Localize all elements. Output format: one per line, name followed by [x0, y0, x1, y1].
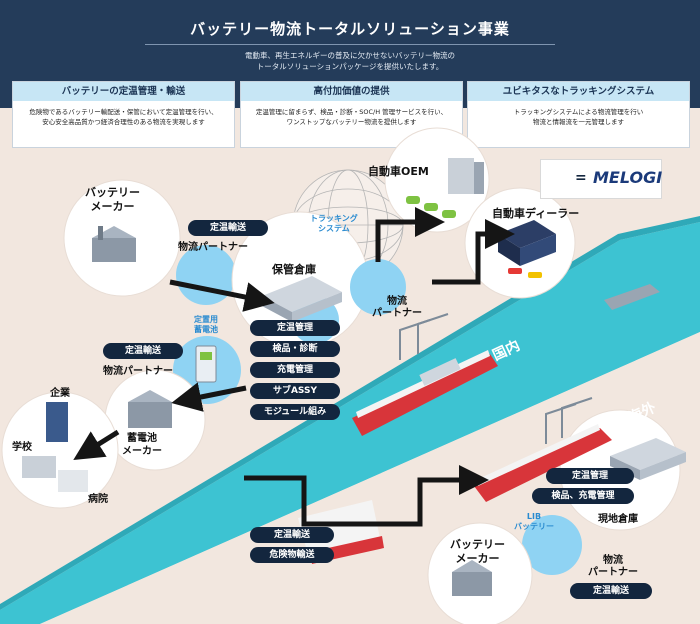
- panel-temperature-control: バッテリーの定温管理・輸送 危険物であるバッテリー輸配送・保管において定温管理を…: [12, 81, 235, 148]
- flow-arrows: [73, 207, 515, 527]
- label-line: パートナー: [372, 308, 422, 319]
- panel-text: 定温管理に留まらず、検品・診断・SOC/H 管理サービスを行い、: [255, 108, 448, 116]
- school-label: 学校: [12, 442, 32, 453]
- pill-kenpin-shindan: 検品・診断: [250, 341, 340, 357]
- oem-building-icon: [448, 158, 484, 194]
- overseas-teion-kanri-pill: 定温管理: [546, 468, 634, 484]
- label-line: バッテリー: [514, 522, 554, 531]
- overseas-teion-yuso-pill: 定温輸送: [570, 583, 652, 599]
- storage-warehouse-label: 保管倉庫: [272, 263, 316, 276]
- ship-overseas-icon: [474, 424, 612, 502]
- overseas-kenpin-pill: 検品、充電管理: [532, 488, 634, 504]
- company-school-hospital-icon: [22, 402, 88, 492]
- factory-top-icon: [92, 226, 136, 262]
- ship-domestic-icon: [352, 350, 498, 436]
- panel-text: 危険物であるバッテリー輸配送・保管において定温管理を行い、: [29, 108, 218, 116]
- label-line: LIB: [526, 512, 542, 521]
- label-line: メーカー: [122, 446, 162, 457]
- pill-module: モジュール組み: [250, 404, 340, 420]
- storage-maker-label: 蓄電池 メーカー: [122, 432, 162, 458]
- panel-title: バッテリーの定温管理・輸送: [13, 82, 234, 101]
- dealer-label: 自動車ディーラー: [492, 207, 580, 220]
- battery-maker-factory-icon: [128, 390, 172, 428]
- butsuryu-partner-label: 物流パートナー: [178, 242, 248, 253]
- panel-text: ワンストップなバッテリー物流を提供します: [286, 118, 417, 126]
- pill-sub-assy: サブASSY: [250, 383, 340, 399]
- label-line: 蓄電池: [194, 325, 218, 334]
- label-line: パートナー: [588, 567, 638, 578]
- ship-teion-pill: 定温輸送: [250, 527, 334, 543]
- ship-kikenbutsu-pill: 危険物輸送: [250, 547, 334, 563]
- panel-text: 物流と情報流を一元管理します: [533, 118, 624, 126]
- panel-title: ユビキタスなトラッキングシステム: [468, 82, 689, 101]
- page-subtitle: 電動車、再生エネルギーの普及に欠かせないバッテリー物流の トータルソリューション…: [0, 50, 700, 72]
- pill-teion-kanri: 定温管理: [250, 320, 340, 336]
- label-line: システム: [318, 224, 350, 233]
- label-line: メーカー: [90, 200, 135, 213]
- storage-battery-icon: [195, 345, 217, 383]
- oem-label: 自動車OEM: [368, 165, 429, 178]
- melogi-logo: MELOGI: [593, 168, 663, 187]
- partner-label: 物流 パートナー: [372, 296, 422, 320]
- overseas-factory-icon: [452, 560, 492, 596]
- panel-body: トラッキングシステムによる物流管理を行い 物流と情報流を一元管理します: [468, 101, 689, 127]
- panel-body: 危険物であるバッテリー輸配送・保管において定温管理を行い、 安心安全高品質かつ経…: [13, 101, 234, 127]
- overseas-partner-label: 物流 パートナー: [588, 555, 638, 579]
- patrol-boat-icon: [604, 284, 660, 310]
- panel-text: 安心安全高品質かつ経済合理性のある物流を実現します: [42, 118, 205, 126]
- label-line: 物流: [603, 555, 623, 566]
- left-teion-pill: 定温輸送: [103, 343, 183, 359]
- panel-tracking: ユビキタスなトラッキングシステム トラッキングシステムによる物流管理を行い 物流…: [467, 81, 690, 148]
- subtitle-line-1: 電動車、再生エネルギーの普及に欠かせないバッテリー物流の: [245, 51, 455, 60]
- tracking-system-label: トラッキング システム: [310, 214, 358, 234]
- legend-equals: =: [575, 170, 587, 186]
- title-divider: [145, 44, 555, 45]
- port-cranes-icon: [399, 313, 593, 444]
- local-warehouse-label: 現地倉庫: [598, 514, 638, 525]
- panel-title: 高付加価値の提供: [241, 82, 462, 101]
- page-title: バッテリー物流トータルソリューション事業: [190, 20, 510, 38]
- label-line: メーカー: [455, 552, 500, 565]
- subtitle-line-2: トータルソリューションパッケージを提供いたします。: [256, 62, 444, 71]
- legend-box: = MELOGI: [540, 159, 662, 199]
- left-partner-label: 物流パートナー: [103, 366, 173, 377]
- teion-yuso-pill: 定温輸送: [188, 220, 268, 236]
- panel-body: 定温管理に留まらず、検品・診断・SOC/H 管理サービスを行い、 ワンストップな…: [241, 101, 462, 127]
- label-line: トラッキング: [310, 214, 358, 223]
- sea-band: [0, 222, 700, 624]
- label-line: 物流: [387, 296, 407, 307]
- pill-juden-kanri: 充電管理: [250, 362, 340, 378]
- battery-maker-label: バッテリー メーカー: [85, 186, 140, 214]
- label-line: バッテリー: [450, 538, 505, 551]
- company-label: 企業: [50, 388, 70, 399]
- overseas-battery-maker-label: バッテリー メーカー: [450, 538, 505, 566]
- hospital-label: 病院: [88, 494, 108, 505]
- label-line: 蓄電池: [127, 433, 157, 444]
- stationary-battery-label: 定置用 蓄電池: [194, 315, 218, 335]
- label-line: バッテリー: [85, 186, 140, 199]
- panel-text: トラッキングシステムによる物流管理を行い: [513, 108, 644, 116]
- lib-battery-label: LIB バッテリー: [514, 512, 554, 532]
- label-line: 定置用: [194, 315, 218, 324]
